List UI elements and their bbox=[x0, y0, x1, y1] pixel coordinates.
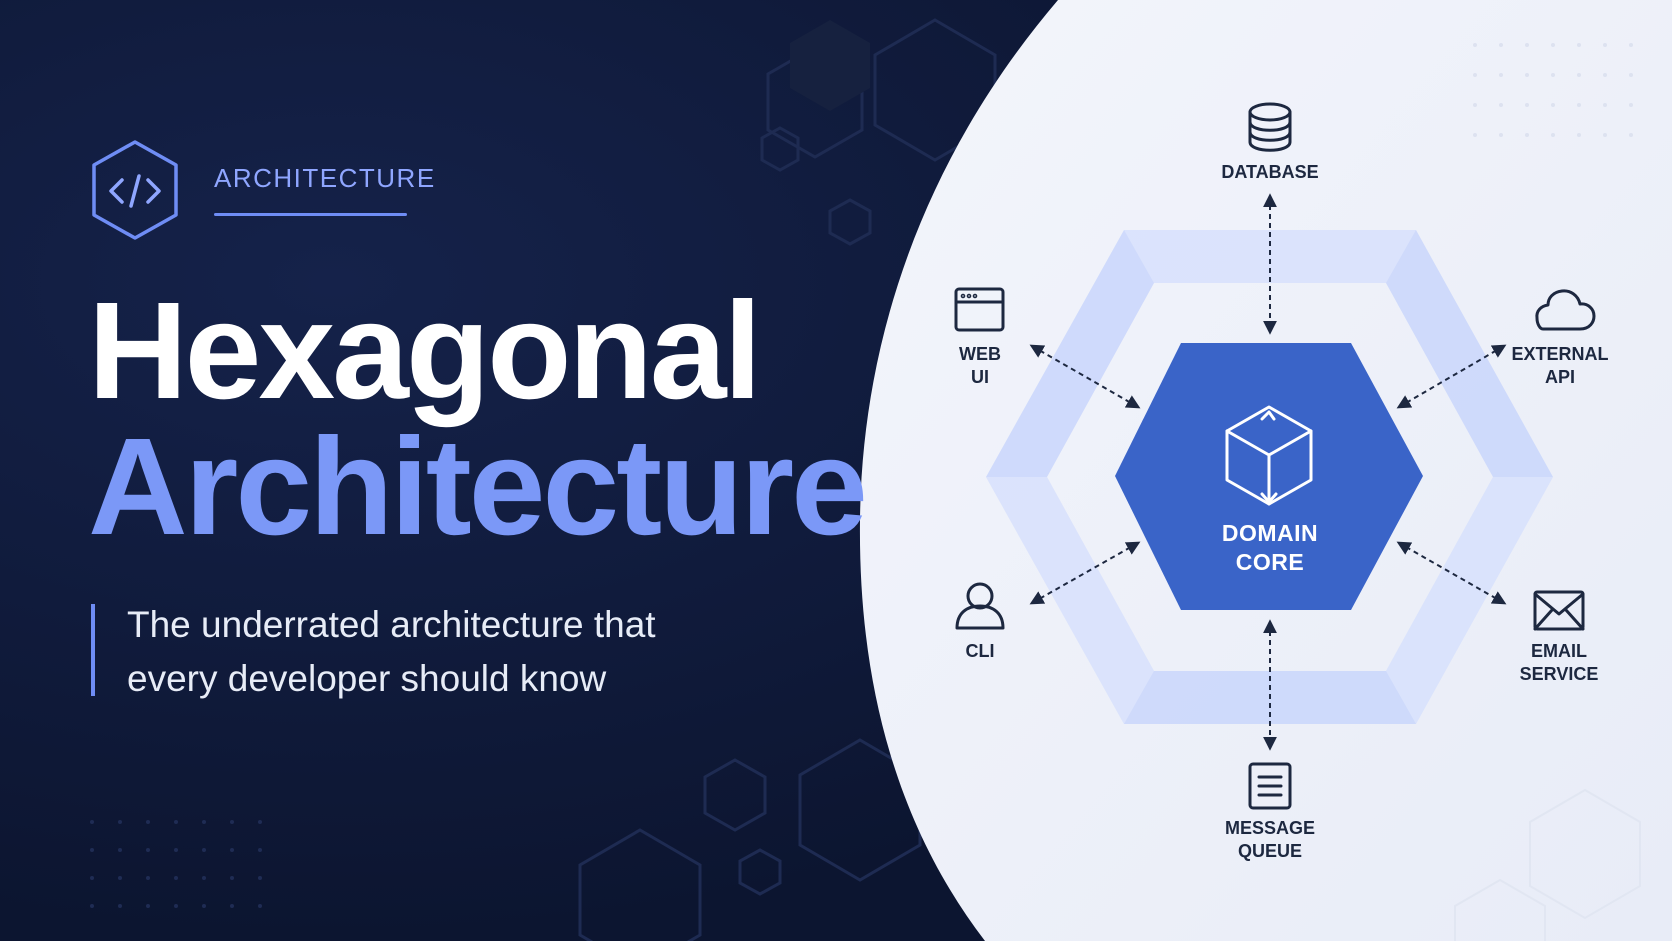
database-icon bbox=[1248, 102, 1292, 152]
dot-grid-dark bbox=[90, 820, 262, 908]
adapter-label-message-queue: MESSAGE QUEUE bbox=[1224, 818, 1316, 861]
page-title-line2: Architecture bbox=[88, 410, 868, 564]
connector-web-ui bbox=[1029, 344, 1141, 409]
document-list-icon bbox=[1248, 762, 1292, 810]
adapter-label-web-ui: WEB UI bbox=[959, 344, 1001, 387]
adapter-label-email-service: EMAIL SERVICE bbox=[1519, 641, 1599, 684]
connector-cli bbox=[1029, 541, 1141, 605]
connector-email-service bbox=[1396, 541, 1507, 605]
envelope-icon bbox=[1533, 590, 1585, 631]
cube-icon bbox=[1225, 405, 1313, 506]
dot-grid-light bbox=[1473, 43, 1633, 137]
category-label: ARCHITECTURE bbox=[214, 163, 436, 193]
adapter-label-database: DATABASE bbox=[1221, 162, 1319, 182]
category-underline bbox=[214, 213, 407, 216]
adapter-label-cli: CLI bbox=[965, 641, 995, 661]
adapter-label-external-api: EXTERNAL API bbox=[1511, 344, 1609, 387]
code-icon bbox=[92, 140, 178, 240]
decorative-hexagon-filled bbox=[790, 20, 870, 111]
connectors bbox=[1029, 193, 1507, 751]
user-icon bbox=[955, 582, 1005, 630]
domain-core-label: DOMAIN CORE bbox=[1221, 520, 1319, 575]
connector-external-api bbox=[1396, 344, 1507, 409]
browser-window-icon bbox=[954, 287, 1005, 332]
quote-bar bbox=[91, 604, 95, 696]
subtitle: The underrated architecture that every d… bbox=[127, 604, 656, 699]
decorative-hexagons-light bbox=[1454, 788, 1641, 941]
page-title-line1: Hexagonal bbox=[88, 274, 762, 428]
cloud-icon bbox=[1535, 289, 1596, 331]
